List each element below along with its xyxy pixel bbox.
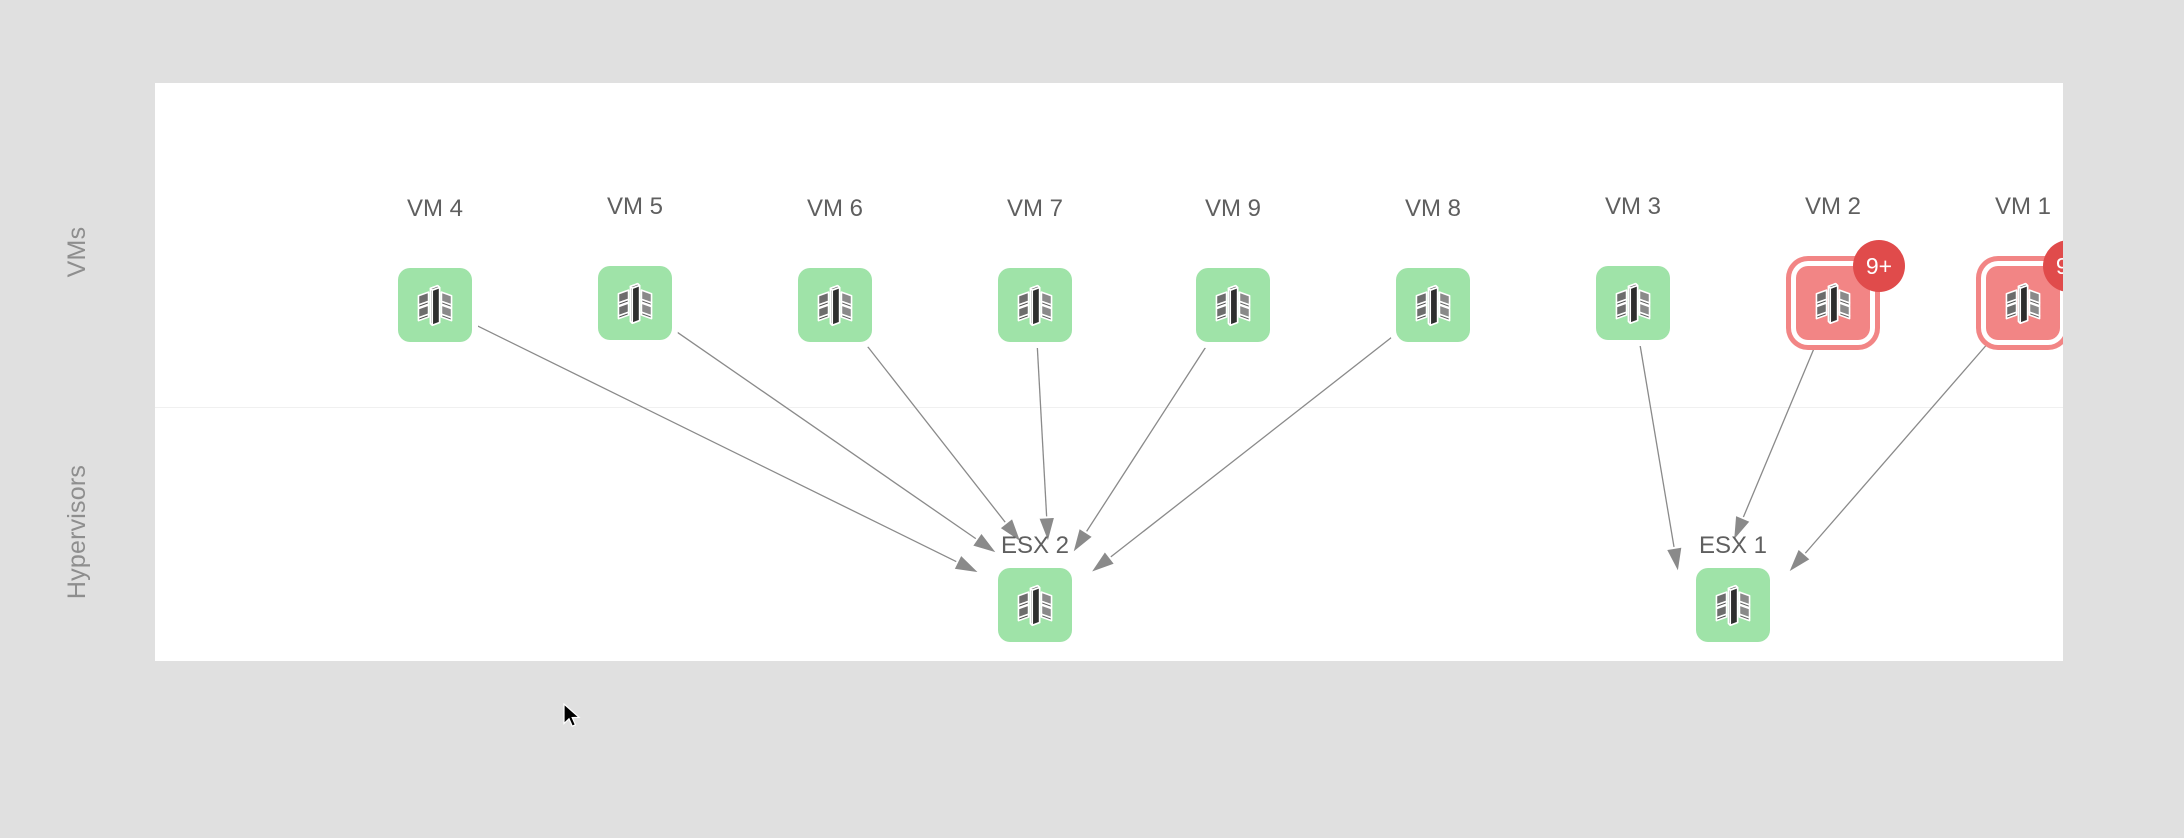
server-cube-icon	[817, 284, 853, 327]
lane-label-vms: VMs	[63, 226, 91, 278]
node-box-vm9[interactable]	[1196, 268, 1270, 342]
node-label-esx2: ESX 2	[1000, 532, 1070, 559]
arrowhead-e-vm3-esx1	[1664, 545, 1684, 575]
edge-e-vm7-esx2	[1036, 344, 1048, 520]
edge-e-vm8-esx2	[1107, 335, 1394, 560]
node-label-vm7: VM 7	[1006, 195, 1063, 222]
lane-label-hypervisors: Hypervisors	[63, 464, 91, 600]
edge-e-vm6-esx2	[865, 344, 1008, 526]
node-label-vm6: VM 6	[806, 195, 863, 222]
node-label-vm8: VM 8	[1404, 195, 1461, 222]
arrow-pointer-icon	[563, 703, 581, 727]
alert-badge-vm1[interactable]: 9+	[2043, 240, 2063, 292]
node-box-vm6[interactable]	[798, 268, 872, 342]
node-box-vm8[interactable]	[1396, 268, 1470, 342]
node-label-vm5: VM 5	[606, 193, 663, 220]
node-label-vm9: VM 9	[1204, 195, 1261, 222]
node-label-vm1: VM 1	[1994, 193, 2051, 220]
arrowhead-e-vm6-esx2	[998, 516, 1023, 545]
alert-badge-vm2[interactable]: 9+	[1853, 240, 1905, 292]
node-box-vm1[interactable]	[1986, 266, 2060, 340]
node-box-vm2[interactable]	[1796, 266, 1870, 340]
topology-canvas[interactable]: VM 4 VM 5 VM 6 VM 7 VM 9 VM 8 VM 3 VM 2 9+ VM 1 9+…	[155, 83, 2063, 661]
server-cube-icon	[617, 282, 653, 325]
edge-e-vm2-esx1	[1741, 342, 1817, 521]
node-box-vm4[interactable]	[398, 268, 472, 342]
arrowhead-e-vm2-esx1	[1732, 513, 1752, 543]
node-label-vm2: VM 2	[1804, 193, 1861, 220]
server-cube-icon	[1615, 282, 1651, 325]
server-cube-icon	[1017, 284, 1053, 327]
server-cube-icon	[1715, 584, 1751, 627]
arrowhead-e-vm7-esx2	[1037, 515, 1057, 545]
server-cube-icon	[1017, 584, 1053, 627]
server-cube-icon	[1215, 284, 1251, 327]
arrowhead-e-vm5-esx2	[970, 531, 999, 555]
node-label-vm4: VM 4	[406, 195, 463, 222]
arrowhead-e-vm8-esx2	[1088, 549, 1117, 575]
server-cube-icon	[2005, 282, 2041, 325]
edge-e-vm4-esx2	[474, 324, 960, 564]
node-label-vm3: VM 3	[1604, 193, 1661, 220]
server-cube-icon	[1415, 284, 1451, 327]
node-box-vm5[interactable]	[598, 266, 672, 340]
node-box-esx2[interactable]	[998, 568, 1072, 642]
node-box-esx1[interactable]	[1696, 568, 1770, 642]
arrowhead-e-vm9-esx2	[1071, 526, 1095, 555]
edge-e-vm3-esx1	[1639, 342, 1676, 551]
node-box-vm7[interactable]	[998, 268, 1072, 342]
edge-e-vm5-esx2	[674, 330, 979, 541]
server-cube-icon	[417, 284, 453, 327]
arrowhead-e-vm4-esx2	[952, 553, 982, 575]
arrowhead-e-vm1-esx1	[1786, 547, 1812, 575]
edge-e-vm1-esx1	[1802, 342, 1989, 556]
lane-divider	[155, 407, 2063, 408]
node-label-esx1: ESX 1	[1698, 532, 1768, 559]
edge-e-vm9-esx2	[1084, 344, 1208, 535]
edges-layer	[474, 324, 1989, 575]
server-cube-icon	[1815, 282, 1851, 325]
node-box-vm3[interactable]	[1596, 266, 1670, 340]
